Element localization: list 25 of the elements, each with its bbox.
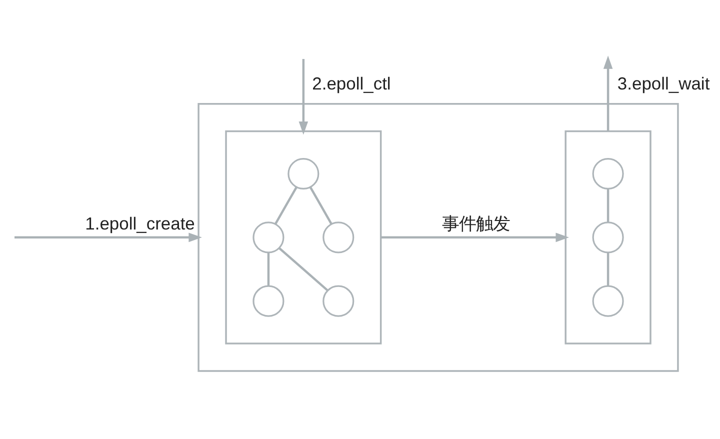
node-circle <box>252 285 284 317</box>
node-circle <box>322 285 354 317</box>
edge-label: 1.epoll_create <box>85 214 195 234</box>
connector <box>278 247 328 292</box>
connector <box>274 186 298 224</box>
arrow <box>380 232 569 242</box>
node-circle <box>592 158 624 190</box>
connector <box>310 186 332 224</box>
cluster <box>564 130 652 344</box>
edge-label: 3.epoll_wait <box>617 74 710 94</box>
connector <box>606 252 610 286</box>
node-circle <box>252 222 284 254</box>
node-circle <box>592 222 624 254</box>
arrow <box>603 56 613 132</box>
connector <box>267 252 270 286</box>
arrow <box>298 58 308 135</box>
node-circle <box>592 285 624 317</box>
cluster <box>225 130 382 344</box>
node-circle <box>288 158 320 190</box>
edge-label: 2.epoll_ctl <box>312 74 391 94</box>
cluster <box>198 102 679 372</box>
connector <box>606 189 610 222</box>
node-circle <box>322 222 354 254</box>
arrow <box>14 232 202 242</box>
edge-label: 事件触发 <box>442 214 510 234</box>
